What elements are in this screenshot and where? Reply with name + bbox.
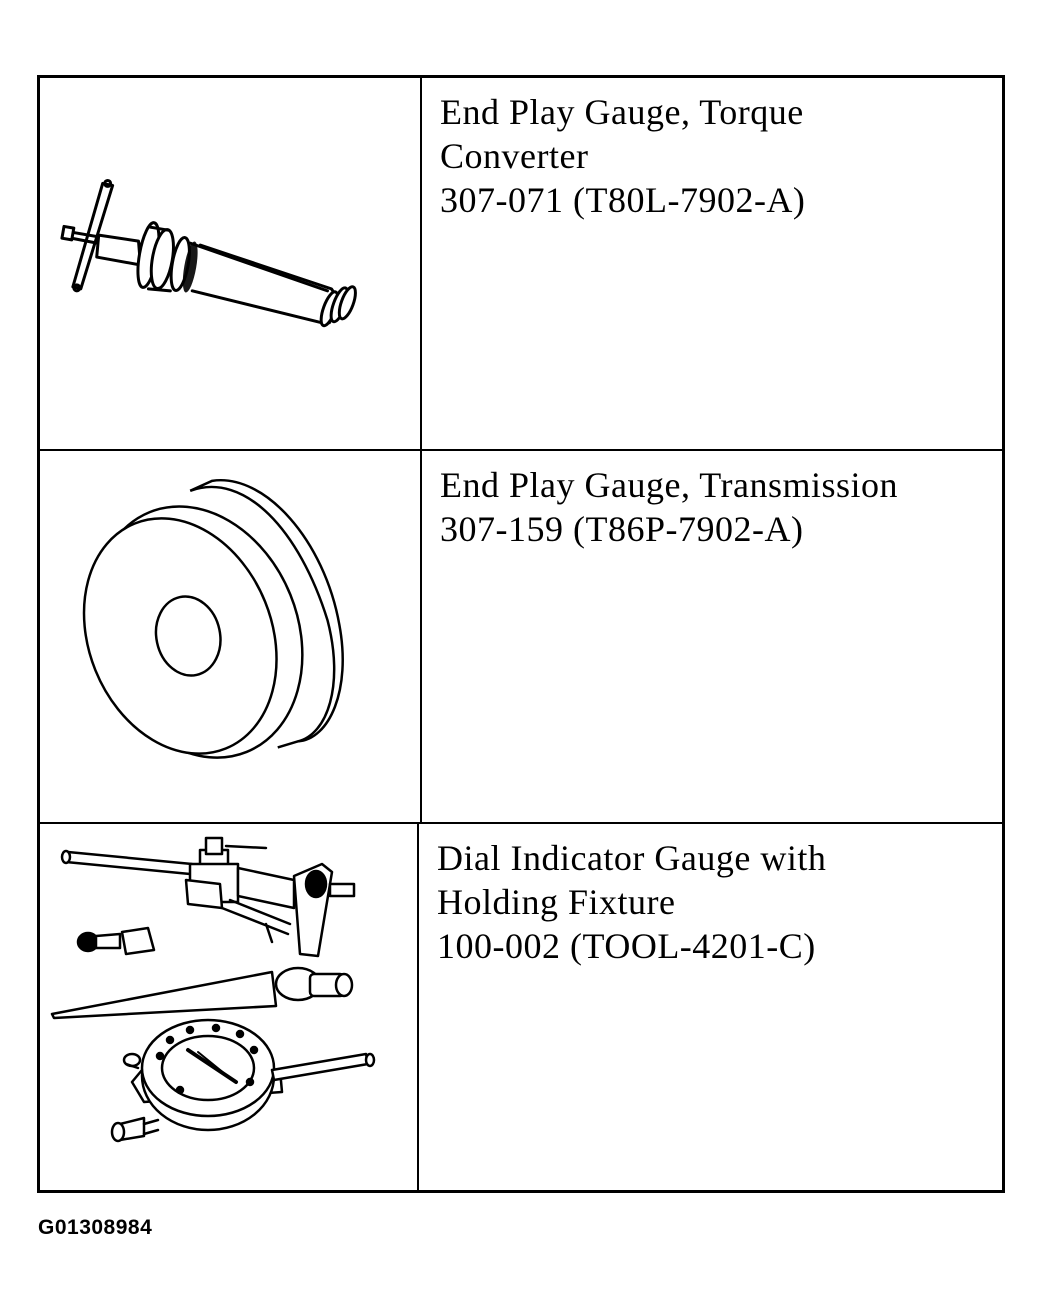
tool-description: Dial Indicator Gauge with Holding Fixtur… xyxy=(437,836,992,968)
tool-name-line: End Play Gauge, Transmission xyxy=(440,465,899,505)
tool-name-line: Dial Indicator Gauge with xyxy=(437,838,827,878)
tool-number: 307-071 (T80L-7902-A) xyxy=(440,180,806,220)
tool-description: End Play Gauge, Transmission 307-159 (T8… xyxy=(440,463,992,551)
table-row: Dial Indicator Gauge with Holding Fixtur… xyxy=(40,824,1002,1190)
table-row: End Play Gauge, Torque Converter 307-071… xyxy=(40,78,1002,451)
torque-converter-end-play-gauge-icon xyxy=(40,78,420,449)
table-row: End Play Gauge, Transmission 307-159 (T8… xyxy=(40,451,1002,824)
tool-number: 307-159 (T86P-7902-A) xyxy=(440,509,804,549)
tool-description: End Play Gauge, Torque Converter 307-071… xyxy=(440,90,992,222)
column-divider xyxy=(420,451,422,822)
column-divider xyxy=(417,824,419,1190)
column-divider xyxy=(420,78,422,449)
tool-number: 100-002 (TOOL-4201-C) xyxy=(437,926,816,966)
tool-name-line: End Play Gauge, Torque xyxy=(440,92,804,132)
figure-id: G01308984 xyxy=(38,1216,153,1239)
special-tools-table: End Play Gauge, Torque Converter 307-071… xyxy=(37,75,1005,1193)
tool-name-line: Holding Fixture xyxy=(437,882,676,922)
dial-indicator-gauge-icon xyxy=(40,824,420,1190)
transmission-end-play-gauge-icon xyxy=(40,451,420,822)
tool-name-line: Converter xyxy=(440,136,589,176)
